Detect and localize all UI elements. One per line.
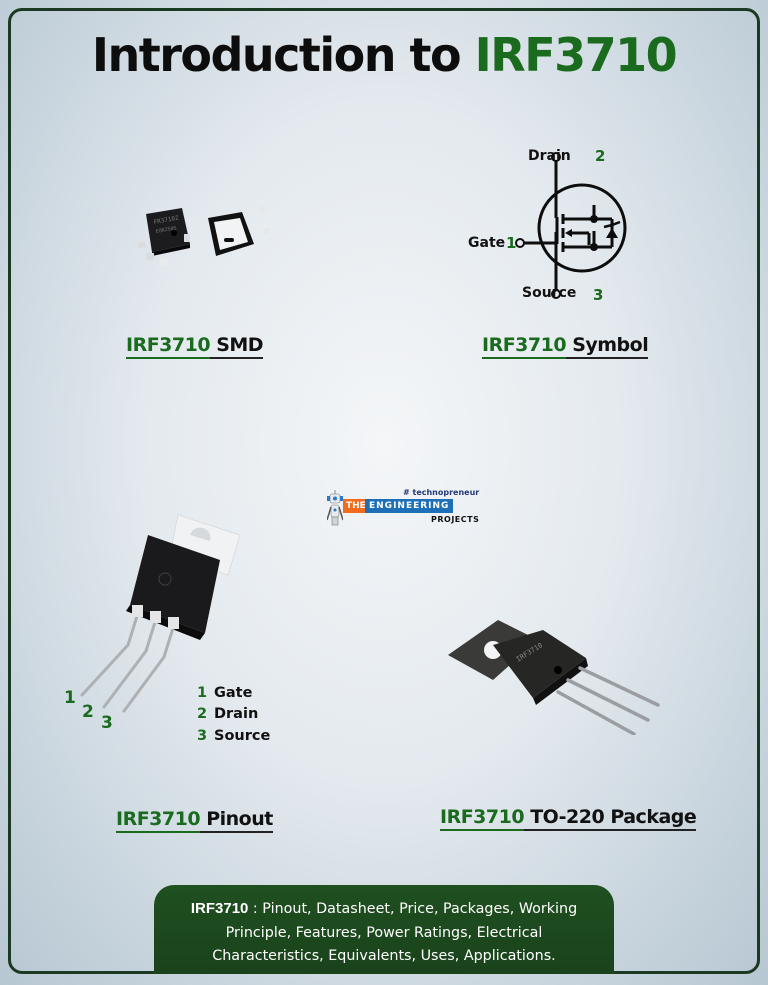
- robot-icon: [327, 490, 343, 526]
- pinout-caption-part: IRF3710: [116, 808, 201, 833]
- lead-number-3: 3: [101, 713, 113, 733]
- smd-package-image: FR3710Z EOR250S: [137, 206, 270, 266]
- page-title: Introduction to IRF3710: [0, 28, 768, 82]
- package-caption-label: TO-220 Package: [524, 806, 697, 831]
- mosfet-symbol: Drain 2 Gate 1 Source 3: [462, 140, 642, 310]
- engineering-projects-logo: # technopreneur THE ENGINEERING PROJECTS: [325, 488, 479, 528]
- smd-caption: IRF3710 SMD: [126, 334, 264, 359]
- banner-line-3: Characteristics, Equivalents, Uses, Appl…: [212, 948, 556, 964]
- summary-banner: IRF3710 : Pinout, Datasheet, Price, Pack…: [154, 885, 614, 974]
- svg-text:EOR250S: EOR250S: [155, 225, 177, 235]
- gate-pin-number: 1: [506, 234, 517, 252]
- package-caption: IRF3710 TO-220 Package: [440, 806, 697, 831]
- title-accent: IRF3710: [474, 28, 678, 82]
- lead-number-1: 1: [64, 688, 76, 708]
- drain-label: Drain: [528, 148, 571, 164]
- title-prefix: Introduction to: [91, 28, 475, 82]
- source-label: Source: [522, 285, 577, 301]
- banner-line-1: IRF3710 : Pinout, Datasheet, Price, Pack…: [190, 900, 578, 917]
- pinout-caption: IRF3710 Pinout: [116, 808, 273, 833]
- banner-line-2: Principle, Features, Power Ratings, Elec…: [225, 924, 543, 941]
- source-pin-number: 3: [593, 286, 604, 304]
- to220-package-image: IRF3710: [448, 620, 660, 735]
- banner-part: IRF3710: [190, 900, 249, 917]
- gate-label: Gate: [468, 235, 506, 251]
- smd-caption-label: SMD: [210, 334, 264, 359]
- symbol-caption: IRF3710 Symbol: [482, 334, 649, 359]
- drain-pin-number: 2: [595, 147, 606, 165]
- logo-engineering: ENGINEERING: [365, 499, 454, 513]
- pinout-caption-label: Pinout: [200, 808, 273, 833]
- logo-the: THE: [343, 499, 369, 513]
- logo-projects: PROJECTS: [431, 515, 480, 524]
- lead-number-2: 2: [82, 702, 94, 722]
- svg-text:FR3710Z: FR3710Z: [153, 215, 179, 226]
- to220-pinout-image: [80, 514, 241, 713]
- symbol-caption-label: Symbol: [566, 334, 649, 359]
- logo-tagline: # technopreneur: [403, 488, 480, 497]
- package-caption-part: IRF3710: [440, 806, 525, 831]
- mosfet-symbol-graphic: [515, 152, 627, 299]
- smd-caption-part: IRF3710: [126, 334, 211, 359]
- symbol-caption-part: IRF3710: [482, 334, 567, 359]
